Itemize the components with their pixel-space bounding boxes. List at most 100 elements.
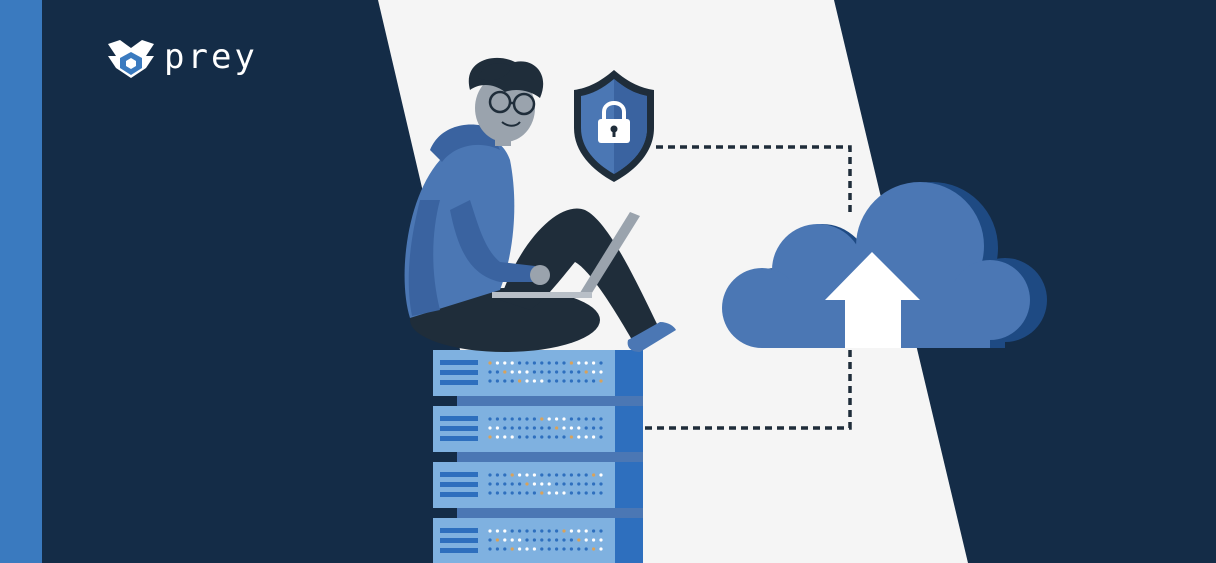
indicator-light: [488, 482, 492, 486]
indicator-light: [503, 491, 507, 495]
indicator-light: [562, 361, 566, 365]
indicator-light: [569, 435, 574, 439]
indicator-light: [503, 538, 507, 542]
indicator-light: [488, 435, 492, 439]
indicator-light: [547, 482, 551, 486]
indicator-light: [592, 426, 596, 430]
indicator-light: [584, 361, 588, 365]
indicator-light: [540, 426, 544, 430]
indicator-light: [577, 426, 581, 430]
server-unit: [433, 406, 643, 452]
prey-shield-wing-icon: [108, 40, 154, 78]
indicator-light: [562, 417, 566, 421]
indicator-light: [592, 529, 596, 533]
indicator-light: [562, 491, 566, 495]
indicator-light: [540, 435, 544, 439]
indicator-light: [555, 538, 559, 542]
indicator-light: [547, 370, 551, 374]
indicator-light: [555, 547, 559, 551]
brand-name: prey: [164, 37, 258, 77]
indicator-light: [532, 370, 537, 374]
indicator-light: [495, 361, 499, 365]
indicator-light: [495, 538, 499, 542]
indicator-light: [518, 547, 522, 551]
indicator-light: [599, 361, 603, 365]
indicator-light: [599, 435, 603, 439]
indicator-light: [510, 370, 514, 374]
indicator-light: [532, 473, 537, 477]
indicator-light: [503, 482, 507, 486]
indicator-light: [540, 417, 544, 421]
server-unit: [433, 462, 643, 508]
indicator-light: [488, 529, 492, 533]
indicator-light: [495, 529, 499, 533]
indicator-light: [525, 361, 529, 365]
indicator-light: [495, 547, 499, 551]
indicator-light: [503, 379, 507, 383]
indicator-light: [592, 370, 596, 374]
indicator-light: [577, 417, 581, 421]
indicator-light: [532, 529, 537, 533]
indicator-light: [525, 538, 529, 542]
indicator-light: [599, 473, 603, 477]
indicator-light: [510, 379, 514, 383]
indicator-light: [547, 473, 551, 477]
indicator-light: [562, 473, 566, 477]
indicator-light: [495, 417, 499, 421]
indicator-light: [518, 473, 522, 477]
indicator-light: [547, 435, 551, 439]
indicator-light: [547, 361, 551, 365]
indicator-light: [547, 379, 551, 383]
indicator-light: [488, 538, 492, 542]
indicator-light: [518, 538, 522, 542]
indicator-light: [532, 361, 537, 365]
indicator-light: [488, 547, 492, 551]
indicator-light: [518, 529, 522, 533]
indicator-light: [540, 547, 544, 551]
indicator-light: [503, 417, 507, 421]
indicator-light: [584, 426, 588, 430]
indicator-light: [592, 435, 596, 439]
indicator-light: [540, 491, 544, 495]
indicator-light: [584, 417, 588, 421]
indicator-light: [503, 529, 507, 533]
prey-logo[interactable]: prey: [106, 38, 258, 82]
indicator-light: [510, 435, 514, 439]
indicator-light: [495, 491, 499, 495]
indicator-light: [584, 482, 588, 486]
indicator-light: [569, 473, 574, 477]
cloud-upload-icon: [722, 182, 1047, 348]
indicator-light: [577, 379, 581, 383]
indicator-light: [584, 379, 588, 383]
indicator-light: [569, 361, 574, 365]
indicator-light: [503, 361, 507, 365]
server-unit: [433, 518, 643, 563]
indicator-light: [584, 529, 588, 533]
indicator-light: [569, 370, 574, 374]
indicator-light: [599, 491, 603, 495]
indicator-light: [577, 529, 581, 533]
indicator-light: [584, 370, 588, 374]
indicator-light: [577, 370, 581, 374]
indicator-light: [525, 370, 529, 374]
indicator-light: [503, 370, 507, 374]
indicator-light: [599, 426, 603, 430]
indicator-light: [488, 426, 492, 430]
indicator-light: [532, 379, 537, 383]
indicator-light: [488, 379, 492, 383]
indicator-light: [540, 361, 544, 365]
indicator-light: [584, 547, 588, 551]
indicator-light: [488, 370, 492, 374]
indicator-light: [569, 417, 574, 421]
indicator-light: [562, 426, 566, 430]
indicator-light: [562, 547, 566, 551]
indicator-light: [599, 370, 603, 374]
indicator-light: [495, 426, 499, 430]
indicator-light: [525, 426, 529, 430]
indicator-light: [555, 361, 559, 365]
indicator-light: [592, 547, 596, 551]
indicator-light: [532, 538, 537, 542]
indicator-light: [525, 547, 529, 551]
indicator-light: [518, 370, 522, 374]
